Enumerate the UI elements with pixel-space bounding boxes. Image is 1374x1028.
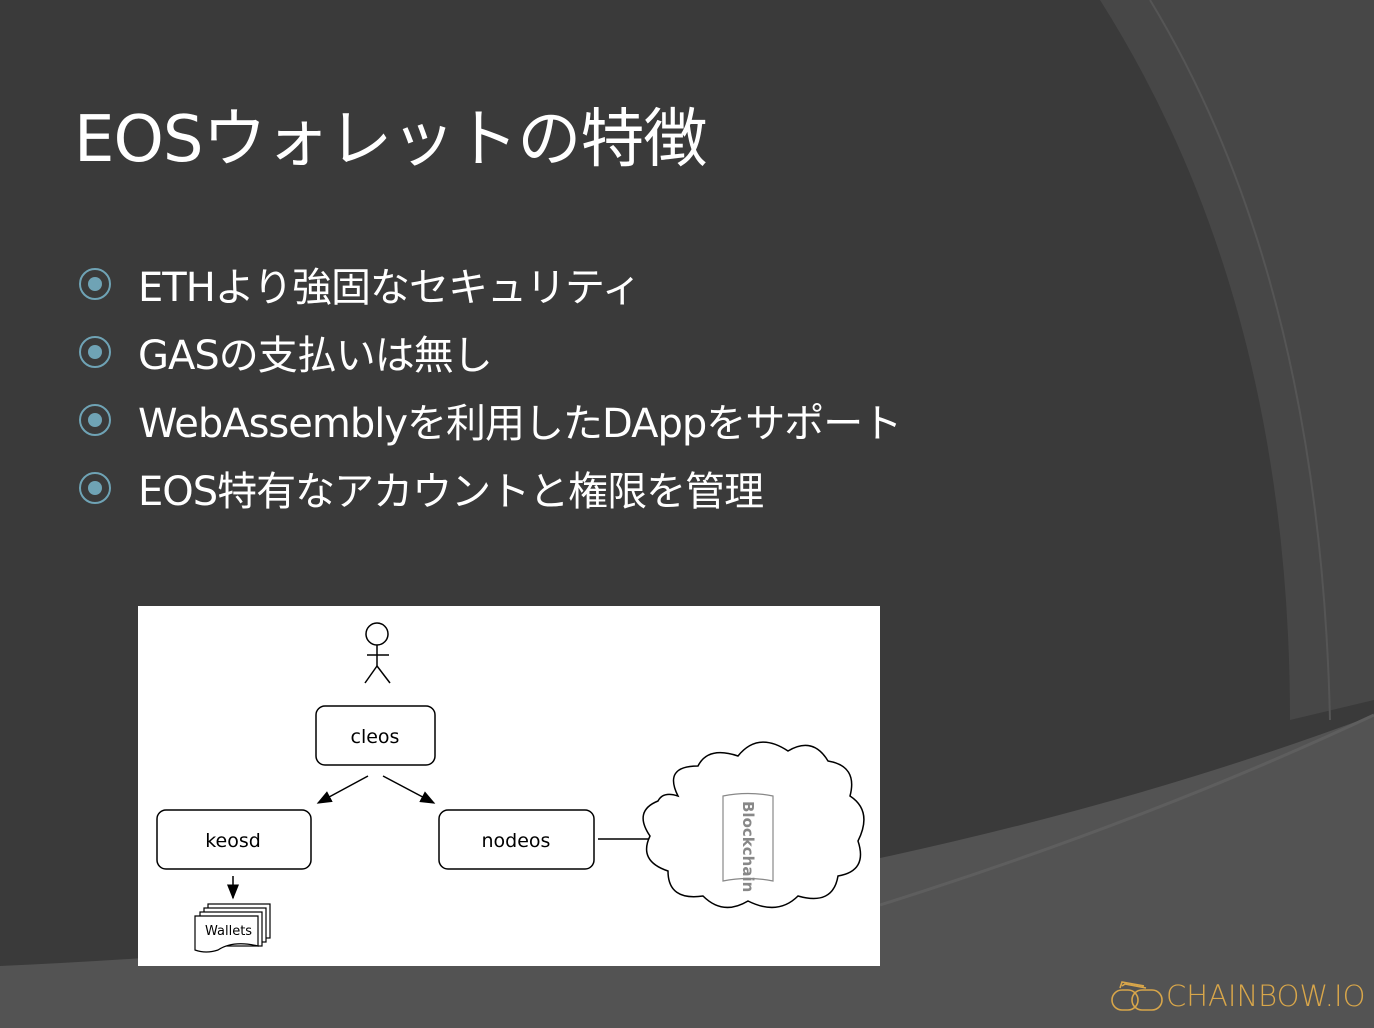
bullet-item: GASの支払いは無し	[78, 318, 901, 386]
blockchain-label: Blockchain	[739, 801, 757, 892]
circled-dot-icon	[79, 404, 111, 436]
bullet-list: ETHより強固なセキュリティ GASの支払いは無し WebAssemblyを利用…	[78, 250, 902, 522]
arrow-to-keosd	[316, 775, 369, 804]
circled-dot-icon	[79, 268, 111, 300]
nodeos-label: nodeos	[482, 830, 551, 852]
circled-dot-icon	[79, 472, 111, 504]
nodeos-node: nodeos	[438, 809, 595, 870]
cleos-node: cleos	[315, 705, 436, 766]
blockchain-scroll-icon	[722, 792, 774, 882]
logo-text: CHAINBOW.IO	[1166, 979, 1366, 1013]
bullet-text: ETHより強固なセキュリティ	[138, 265, 642, 311]
chainbow-logo-icon	[1111, 981, 1163, 1011]
diagram-canvas: cleos keosd nodeos Wallets Blockchain	[156, 622, 865, 953]
bullet-text: EOS特有なアカウントと権限を管理	[138, 469, 764, 515]
bullet-item: ETHより強固なセキュリティ	[78, 250, 901, 318]
bullet-item: WebAssemblyを利用したDAppをサポート	[78, 386, 902, 454]
chainbow-logo: CHAINBOW.IO	[1110, 978, 1365, 1014]
cloud-icon: Blockchain	[642, 741, 865, 909]
wallets-stack-icon: Wallets	[194, 903, 271, 953]
bullet-item: EOS特有なアカウントと権限を管理	[78, 454, 901, 522]
wallets-label: Wallets	[205, 924, 252, 939]
keosd-label: keosd	[205, 830, 261, 852]
keosd-node: keosd	[156, 809, 312, 870]
circled-dot-icon	[79, 336, 111, 368]
architecture-diagram: cleos keosd nodeos Wallets Blockchain	[138, 606, 880, 966]
cleos-label: cleos	[351, 726, 400, 748]
arrow-to-nodeos	[382, 775, 436, 804]
bullet-text: GASの支払いは無し	[138, 333, 493, 379]
slide-title: EOSウォレットの特徴	[74, 103, 707, 177]
user-icon	[364, 622, 391, 684]
bullet-text: WebAssemblyを利用したDAppをサポート	[138, 401, 902, 447]
